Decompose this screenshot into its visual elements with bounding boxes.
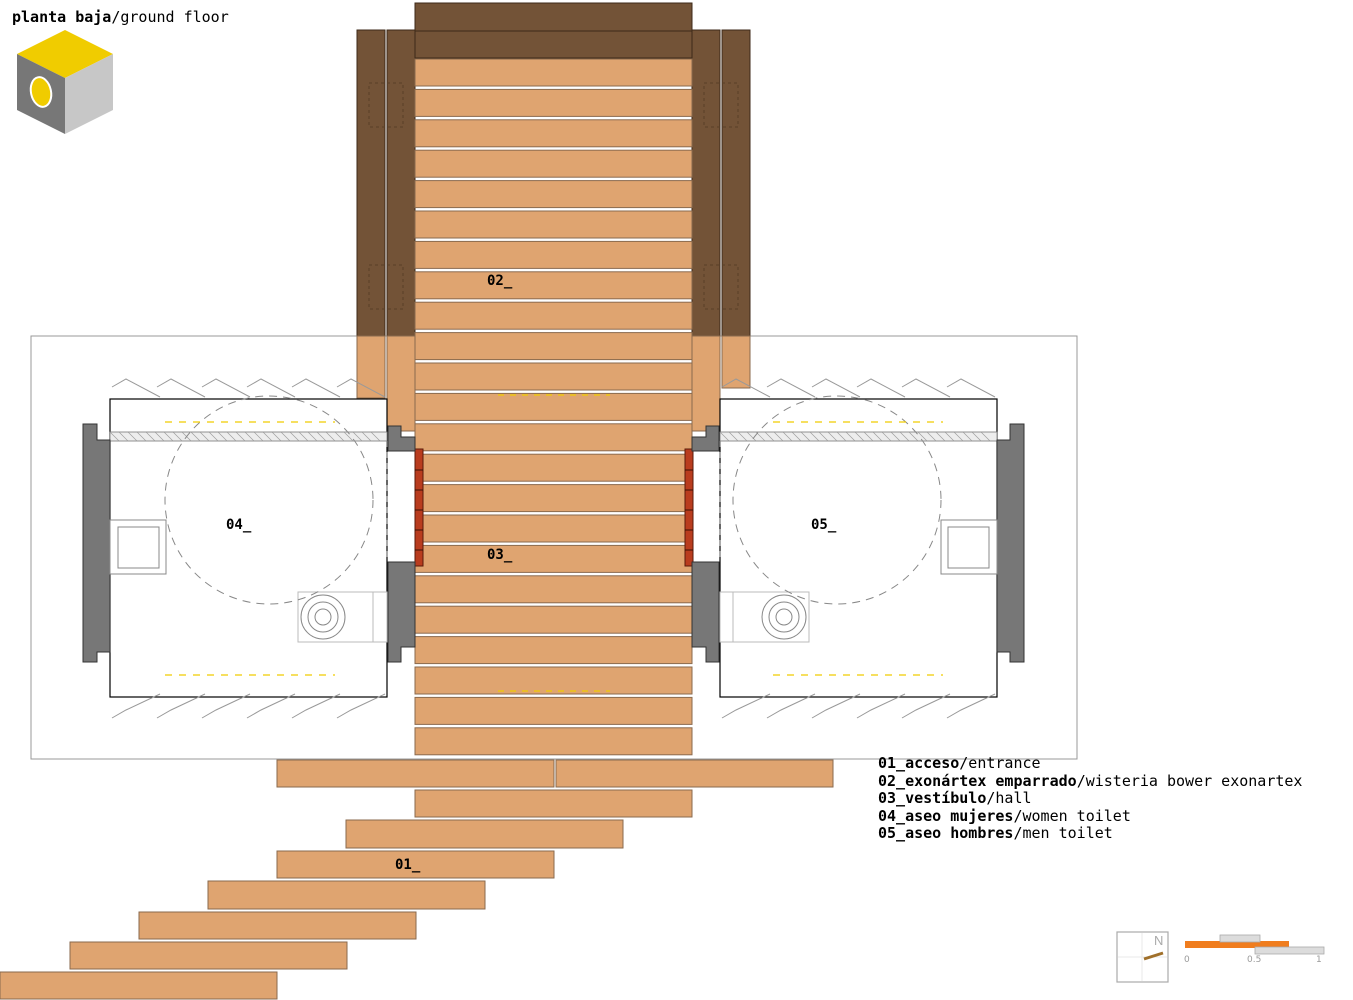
scale-bar	[1185, 934, 1325, 955]
north-label: N	[1154, 933, 1163, 948]
room-label-entrance: 01_	[395, 857, 421, 873]
deck-planks	[414, 58, 693, 756]
deck-plank	[414, 514, 693, 543]
deck-plank	[414, 392, 693, 421]
deck-plank	[414, 484, 693, 513]
brick-jambs	[414, 448, 694, 567]
men-toilet-module	[691, 378, 1025, 719]
deck-plank	[414, 332, 693, 361]
deck-plank	[414, 210, 693, 239]
deck-plank	[414, 362, 693, 391]
deck-plank	[414, 696, 693, 725]
deck-plank	[414, 301, 693, 330]
deck-plank	[414, 636, 693, 665]
legend-item: 02_exonártex emparrado/wisteria bower ex…	[878, 771, 1303, 790]
scale-label-half: 0.5	[1247, 955, 1262, 965]
deck-plank	[414, 271, 693, 300]
deck-plank	[414, 58, 693, 87]
legend-item: 03_vestíbulo/hall	[878, 789, 1032, 808]
legend: 01_acceso/entrance 02_exonártex emparrad…	[878, 754, 1303, 843]
deck-plank	[414, 149, 693, 178]
deck-plank	[414, 727, 693, 756]
legend-item: 04_aseo mujeres/women toilet	[878, 806, 1131, 825]
cube-logo	[17, 30, 113, 134]
legend-item: 05_aseo hombres/men toilet	[878, 824, 1113, 843]
deck-plank	[414, 605, 693, 634]
deck-plank	[414, 575, 693, 604]
deck-plank	[414, 544, 693, 573]
room-label-exonartex: 02_	[487, 273, 513, 289]
deck-plank	[414, 119, 693, 148]
deck-plank	[414, 453, 693, 482]
legend-item: 01_acceso/entrance	[878, 754, 1041, 772]
plan-title: planta baja/ground floor	[12, 8, 229, 26]
deck-plank	[414, 423, 693, 452]
women-toilet-module	[82, 378, 416, 719]
deck-plank	[414, 180, 693, 209]
room-label-hall: 03_	[487, 547, 513, 563]
scale-label-1: 1	[1316, 955, 1322, 965]
room-label-women-toilet: 04_	[226, 517, 252, 533]
scale-label-0: 0	[1184, 955, 1190, 965]
deck-plank	[414, 240, 693, 269]
entrance-steps	[0, 759, 834, 1000]
beam-marks	[368, 82, 739, 310]
deck-plank	[414, 666, 693, 695]
north-arrow-icon: N	[1116, 931, 1169, 983]
room-label-men-toilet: 05_	[811, 517, 837, 533]
deck-plank	[414, 88, 693, 117]
